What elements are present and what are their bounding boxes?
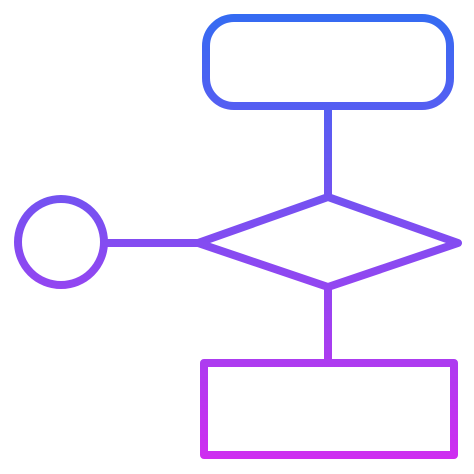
decision-node	[194, 193, 462, 291]
connector-node	[14, 195, 108, 289]
start-terminal-node	[202, 14, 454, 110]
process-node	[200, 359, 458, 459]
